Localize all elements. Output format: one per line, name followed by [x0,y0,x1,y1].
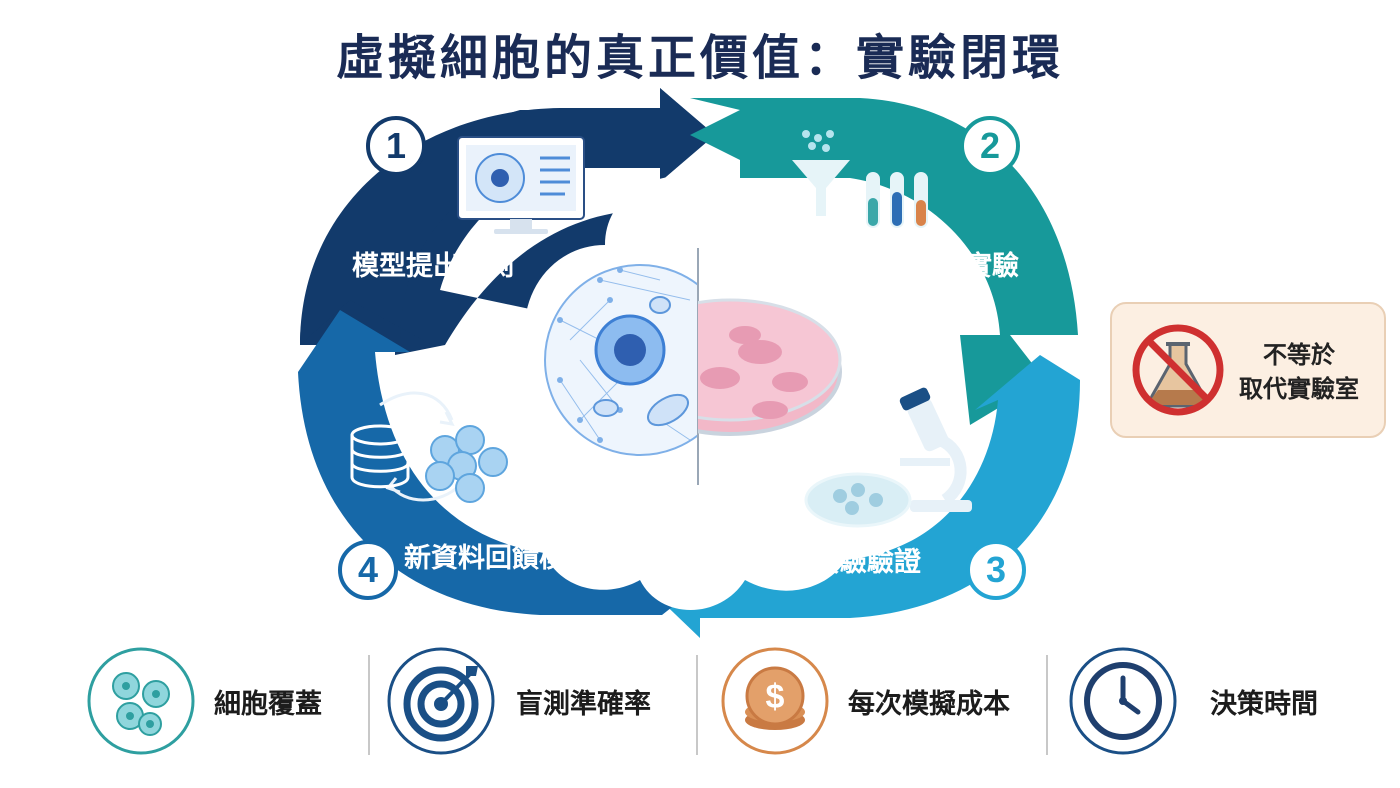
svg-text:$: $ [766,678,785,716]
metric-divider [368,655,370,755]
step1-number: 1 [366,116,426,176]
clock-icon [1069,647,1177,755]
page-title: 虛擬細胞的真正價值：實驗閉環 [335,30,1064,86]
metric-decision-time: 決策時間 [1068,646,1368,758]
not-replacing-lab-callout: 不等於 取代實驗室 [1110,302,1386,438]
metric-blind-accuracy: 盲測準確率 [386,646,686,758]
metric-label-cost-per-simulation: 每次模擬成本 [848,689,1010,720]
metric-label-cell-coverage: 細胞覆蓋 [214,689,322,720]
metric-divider [696,655,698,755]
database-feedback-icon [350,391,508,503]
no-flask-icon [1132,324,1224,416]
target-icon [387,647,495,755]
microscope-icon [899,387,972,512]
callout-line2: 取代實驗室 [1239,375,1359,403]
metric-cell-coverage: 細胞覆蓋 [86,646,376,758]
callout-line1: 不等於 [1263,341,1335,369]
step2-label: 挑出高價值實驗 [830,251,1019,282]
funnel-tubes-icon [792,130,928,228]
cells-icon [87,647,195,755]
petri-dish-illustration [698,298,842,436]
step2-number: 2 [960,116,1020,176]
step4-label: 新資料回饋模型 [404,543,593,574]
step3-number: 3 [966,540,1026,600]
small-petri-dish-icon [804,472,912,528]
virtual-cell-illustration [544,264,698,456]
step1-segment-body [300,88,714,345]
monitor-icon [457,136,585,234]
step2-segment [690,98,1078,425]
step3-label: 濕實驗驗證 [786,547,921,578]
metric-label-decision-time: 決策時間 [1210,689,1318,720]
step4-segment [298,310,700,615]
step4-number: 4 [338,540,398,600]
step1-label: 模型提出預測 [352,251,514,282]
callout-text: 不等於 取代實驗室 [1224,338,1374,406]
metric-cost-per-simulation: $ 每次模擬成本 [720,646,1040,758]
metric-divider [1046,655,1048,755]
metric-label-blind-accuracy: 盲測準確率 [516,689,651,720]
dollar-coin-icon: $ [721,647,829,755]
